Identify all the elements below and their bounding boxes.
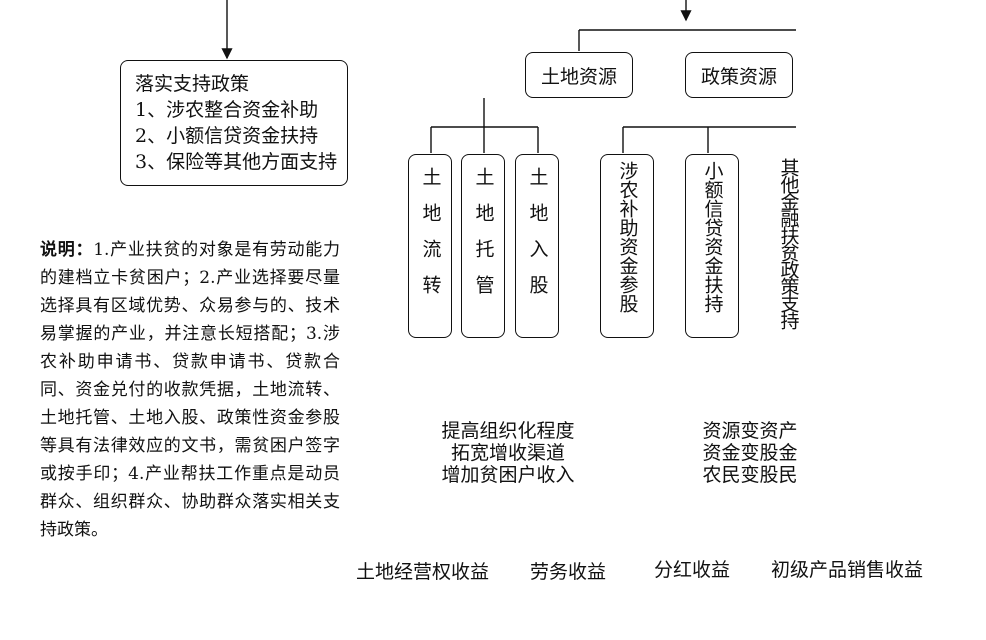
policy-resources-label: 政策资源: [700, 65, 777, 88]
policy-item-2: 2、小额信贷资金扶持: [135, 125, 319, 147]
microcredit-support-box: 小额信贷资金扶持: [685, 154, 739, 338]
policy-item-1: 1、涉农整合资金补助: [135, 99, 319, 121]
income-dividend: 分红收益: [654, 559, 731, 581]
outcomes-right: 资源变资产 资金变股金 农民变股民: [690, 420, 810, 486]
income-primary-product-sales: 初级产品销售收益: [771, 559, 924, 581]
outcome-left-2: 拓宽增收渠道: [450, 442, 565, 464]
land-resources-box: 土地资源: [525, 52, 633, 98]
income-land-use-rights: 土地经营权收益: [356, 561, 490, 583]
policy-item-3: 3、保险等其他方面支持: [135, 151, 338, 173]
note-text: 1.产业扶贫的对象是有劳动能力的建档立卡贫困户；2.产业选择要尽量选择具有区域优…: [40, 240, 340, 540]
note-label: 说明：: [40, 240, 94, 260]
outcome-right-3: 农民变股民: [702, 464, 798, 486]
outcomes-left: 提高组织化程度 拓宽增收渠道 增加贫困户收入: [430, 420, 586, 486]
income-labor: 劳务收益: [530, 561, 607, 583]
outcome-right-2: 资金变股金: [702, 442, 798, 464]
policy-support-box: 落实支持政策 1、涉农整合资金补助 2、小额信贷资金扶持 3、保险等其他方面支持: [120, 60, 348, 186]
policy-resources-box: 政策资源: [685, 52, 793, 98]
agri-subsidy-equity-label: 涉农补助资金参股: [616, 161, 639, 313]
policy-support-title: 落实支持政策: [135, 73, 250, 95]
microcredit-support-label: 小额信贷资金扶持: [701, 161, 724, 313]
land-trusteeship-box: 土地托管: [461, 154, 505, 338]
land-transfer-label: 土地流转: [419, 167, 442, 311]
land-trusteeship-label: 土地托管: [472, 167, 495, 311]
outcome-left-1: 提高组织化程度: [441, 420, 575, 442]
land-shares-box: 土地入股: [515, 154, 559, 338]
note-paragraph: 说明：1.产业扶贫的对象是有劳动能力的建档立卡贫困户；2.产业选择要尽量选择具有…: [40, 236, 340, 544]
agri-subsidy-equity-box: 涉农补助资金参股: [600, 154, 654, 338]
land-shares-label: 土地入股: [526, 167, 549, 311]
land-resources-label: 土地资源: [540, 65, 617, 88]
other-finance-policy: 其他金融扶贫政策支持: [776, 158, 800, 328]
outcome-right-1: 资源变资产: [702, 420, 798, 442]
other-finance-policy-label: 其他金融扶贫政策支持: [777, 158, 800, 328]
land-transfer-box: 土地流转: [408, 154, 452, 338]
outcome-left-3: 增加贫困户收入: [441, 464, 575, 486]
